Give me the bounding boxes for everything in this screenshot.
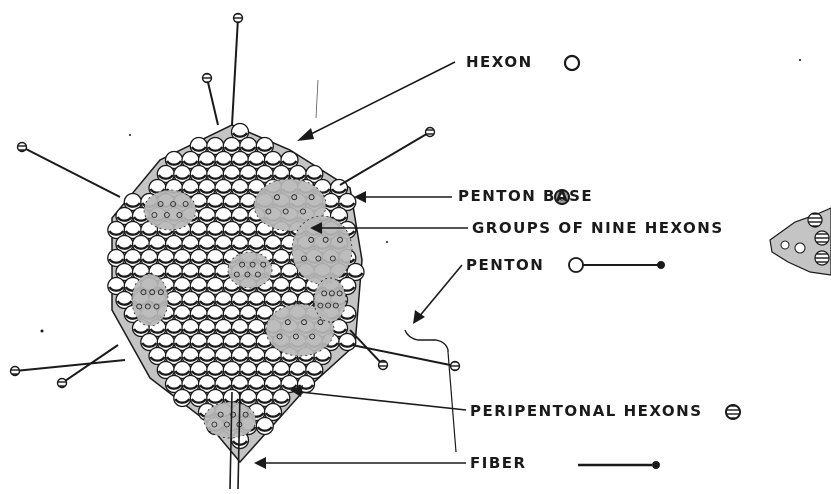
fiber-knob xyxy=(234,14,243,23)
fiber-knob xyxy=(18,143,27,152)
hexon-capsomere xyxy=(256,418,273,435)
hexon-fragment xyxy=(770,208,831,275)
fiber-rod xyxy=(340,132,430,185)
penton-base-arrow xyxy=(354,191,452,203)
penton-base-label: PENTON BASE xyxy=(458,189,593,204)
fiber-knob xyxy=(203,74,212,83)
fiber-knob xyxy=(426,128,435,137)
penton-label: PENTON xyxy=(466,258,544,273)
peripentonal-hexons-label: PERIPENTONAL HEXONS xyxy=(470,404,703,419)
fiber-knob xyxy=(58,379,67,388)
fiber-rod xyxy=(22,147,120,197)
hexon-capsomere xyxy=(174,390,191,407)
fiber-rod xyxy=(232,18,238,125)
peripentonal-arrow xyxy=(290,385,466,410)
peripentonal-symbol-icon xyxy=(726,405,740,419)
fiber-knob xyxy=(451,362,460,371)
penton-symbol-icon xyxy=(569,258,665,272)
fiber-arrow xyxy=(254,457,466,469)
fiber-rod xyxy=(207,78,218,125)
fiber-label: FIBER xyxy=(470,456,527,471)
hexon-capsomere xyxy=(339,334,356,351)
capsid xyxy=(108,124,364,463)
hexon-symbol-icon xyxy=(565,56,579,70)
fiber-knob xyxy=(11,367,20,376)
hexon-label: HEXON xyxy=(466,55,533,70)
fiber-symbol-icon xyxy=(578,461,660,469)
fiber-knob xyxy=(379,361,388,370)
groups-of-nine-hexons-label: GROUPS OF NINE HEXONS xyxy=(472,221,724,236)
fiber-rod xyxy=(15,360,125,371)
fiber-rod xyxy=(352,345,455,366)
